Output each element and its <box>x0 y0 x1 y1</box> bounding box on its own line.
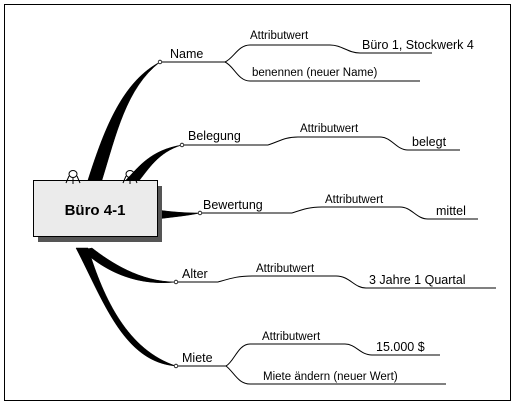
connector-lines <box>160 44 496 385</box>
lamp-icon <box>122 170 138 184</box>
branch-belegung-attribute-label: Attributwert <box>300 123 359 135</box>
branch-alter-attribute-value: 3 Jahre 1 Quartal <box>369 273 466 287</box>
branch-name-action: benennen (neuer Name) <box>252 67 377 79</box>
branch-belegung-attribute-value: belegt <box>412 135 447 149</box>
branch-miete[interactable]: Miete Attributwert 15.000 $ Miete ändern… <box>182 331 425 383</box>
branch-miete-label: Miete <box>182 351 213 365</box>
branch-alter-label: Alter <box>182 267 208 281</box>
branch-bewertung-attribute-value: mittel <box>436 204 466 218</box>
branch-name-attribute-label: Attributwert <box>250 30 309 42</box>
branch-name[interactable]: Name Attributwert Büro 1, Stockwerk 4 be… <box>170 30 474 79</box>
central-node[interactable]: Büro 4-1 <box>33 180 163 243</box>
central-node-label: Büro 4-1 <box>65 202 126 219</box>
branch-bewertung-label: Bewertung <box>203 198 263 212</box>
branch-alter[interactable]: Alter Attributwert 3 Jahre 1 Quartal <box>182 263 466 287</box>
junction-dots <box>157 59 203 369</box>
branch-miete-attribute-label: Attributwert <box>262 331 321 343</box>
branch-name-attribute-value: Büro 1, Stockwerk 4 <box>362 38 474 52</box>
branch-belegung[interactable]: Belegung Attributwert belegt <box>188 123 447 149</box>
branch-miete-attribute-value: 15.000 $ <box>376 340 425 354</box>
branch-miete-action: Miete ändern (neuer Wert) <box>263 371 398 383</box>
lamp-icon <box>65 170 81 184</box>
branch-bewertung-attribute-label: Attributwert <box>325 194 384 206</box>
branch-name-label: Name <box>170 47 203 61</box>
central-node-box <box>33 180 158 237</box>
branch-belegung-label: Belegung <box>188 129 241 143</box>
branch-bewertung[interactable]: Bewertung Attributwert mittel <box>203 194 466 218</box>
branch-alter-attribute-label: Attributwert <box>256 263 315 275</box>
